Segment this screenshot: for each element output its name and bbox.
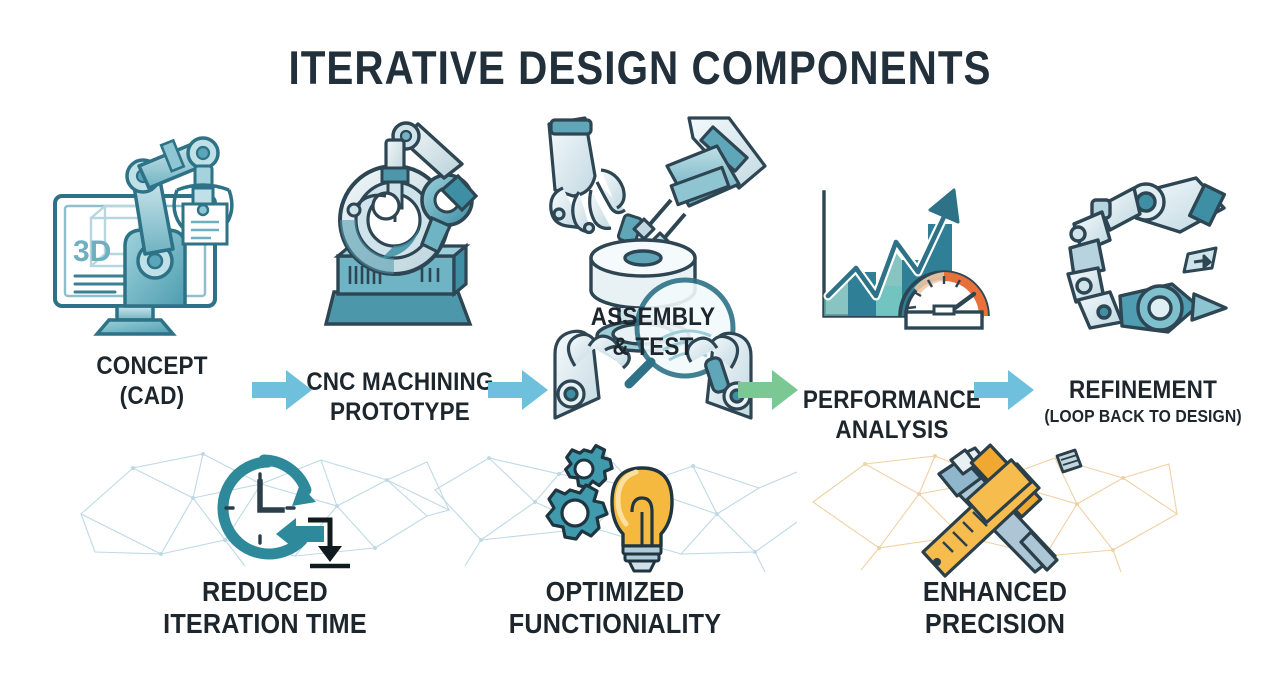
step-label-line1: ASSEMBLY: [590, 303, 716, 331]
robot-hands-assembly-magnifier-icon: [528, 116, 778, 420]
benefit-label: ENHANCED PRECISION: [824, 576, 1166, 640]
caliper-ruler-icon: [805, 443, 1185, 578]
robot-arm-loop-icon: [1018, 174, 1268, 402]
arrow-performance-to-refinement: [974, 366, 1036, 419]
arrow-assembly-to-performance: [738, 366, 800, 419]
page-title: ITERATIVE DESIGN COMPONENTS: [288, 41, 992, 94]
benefit-optimized-functioniality: OPTIMIZED FUNCTIONIALITY: [425, 443, 805, 640]
process-step-concept-cad: 3D: [28, 118, 276, 411]
step-label-line1: PERFORMANCE: [802, 386, 982, 414]
arrow-concept-to-cnc: [252, 366, 314, 419]
step-label-line2: PROTOTYPE: [329, 397, 470, 426]
process-step-label: CNC MACHINING PROTOTYPE: [292, 368, 508, 427]
growth-chart-gauge-icon: [782, 176, 1002, 404]
gears-lightbulb-icon: [425, 443, 805, 574]
benefit-enhanced-precision: ENHANCED PRECISION: [805, 443, 1185, 640]
step-label-line2: ANALYSIS: [835, 415, 949, 444]
step-label-sub: (LOOP BACK TO DESIGN): [1044, 405, 1242, 426]
process-flow-row: 3D: [0, 116, 1280, 444]
benefit-reduced-iteration-time: REDUCED ITERATION TIME: [75, 448, 455, 640]
process-step-cnc-machining-prototype: CNC MACHINING PROTOTYPE: [280, 118, 520, 427]
benefit-label: OPTIMIZED FUNCTIONIALITY: [444, 576, 786, 640]
cad-monitor-robot-arm-icon: 3D: [28, 118, 276, 346]
polygon-network-background: [80, 452, 451, 567]
clock-cycle-arrow-icon: [75, 448, 455, 574]
step-label-line2: & TEST: [612, 332, 694, 361]
process-step-refinement: REFINEMENT (LOOP BACK TO DESIGN): [1018, 118, 1268, 427]
arrow-cnc-to-assembly: [488, 366, 550, 419]
process-step-assembly-test: ASSEMBLY & TEST: [528, 116, 778, 420]
benefit-label-line1: OPTIMIZED: [545, 576, 685, 607]
process-step-performance-analysis: PERFORMANCE ANALYSIS: [782, 118, 1002, 445]
cnc-machine-icon: [280, 118, 520, 346]
process-step-label: ASSEMBLY & TEST: [541, 303, 766, 362]
benefit-label-line2: FUNCTIONIALITY: [508, 607, 722, 639]
step-label-line1: CNC MACHINING: [306, 368, 494, 396]
benefit-label-line2: ITERATION TIME: [163, 607, 367, 639]
benefit-label-line2: PRECISION: [924, 607, 1066, 639]
benefit-label-line1: REDUCED: [202, 576, 328, 607]
step-label-line1: CONCEPT: [96, 352, 208, 380]
benefit-label: REDUCED ITERATION TIME: [94, 576, 436, 640]
process-step-label: REFINEMENT (LOOP BACK TO DESIGN): [1031, 376, 1256, 427]
benefits-row: REDUCED ITERATION TIME: [0, 443, 1280, 698]
benefit-label-line1: ENHANCED: [922, 576, 1068, 607]
process-step-label: PERFORMANCE ANALYSIS: [793, 386, 991, 445]
step-label-line2: (CAD): [119, 381, 185, 410]
process-step-label: CONCEPT (CAD): [40, 352, 263, 411]
step-label-line1: REFINEMENT: [1068, 376, 1218, 404]
cad-screen-3d-text: 3D: [73, 235, 111, 268]
